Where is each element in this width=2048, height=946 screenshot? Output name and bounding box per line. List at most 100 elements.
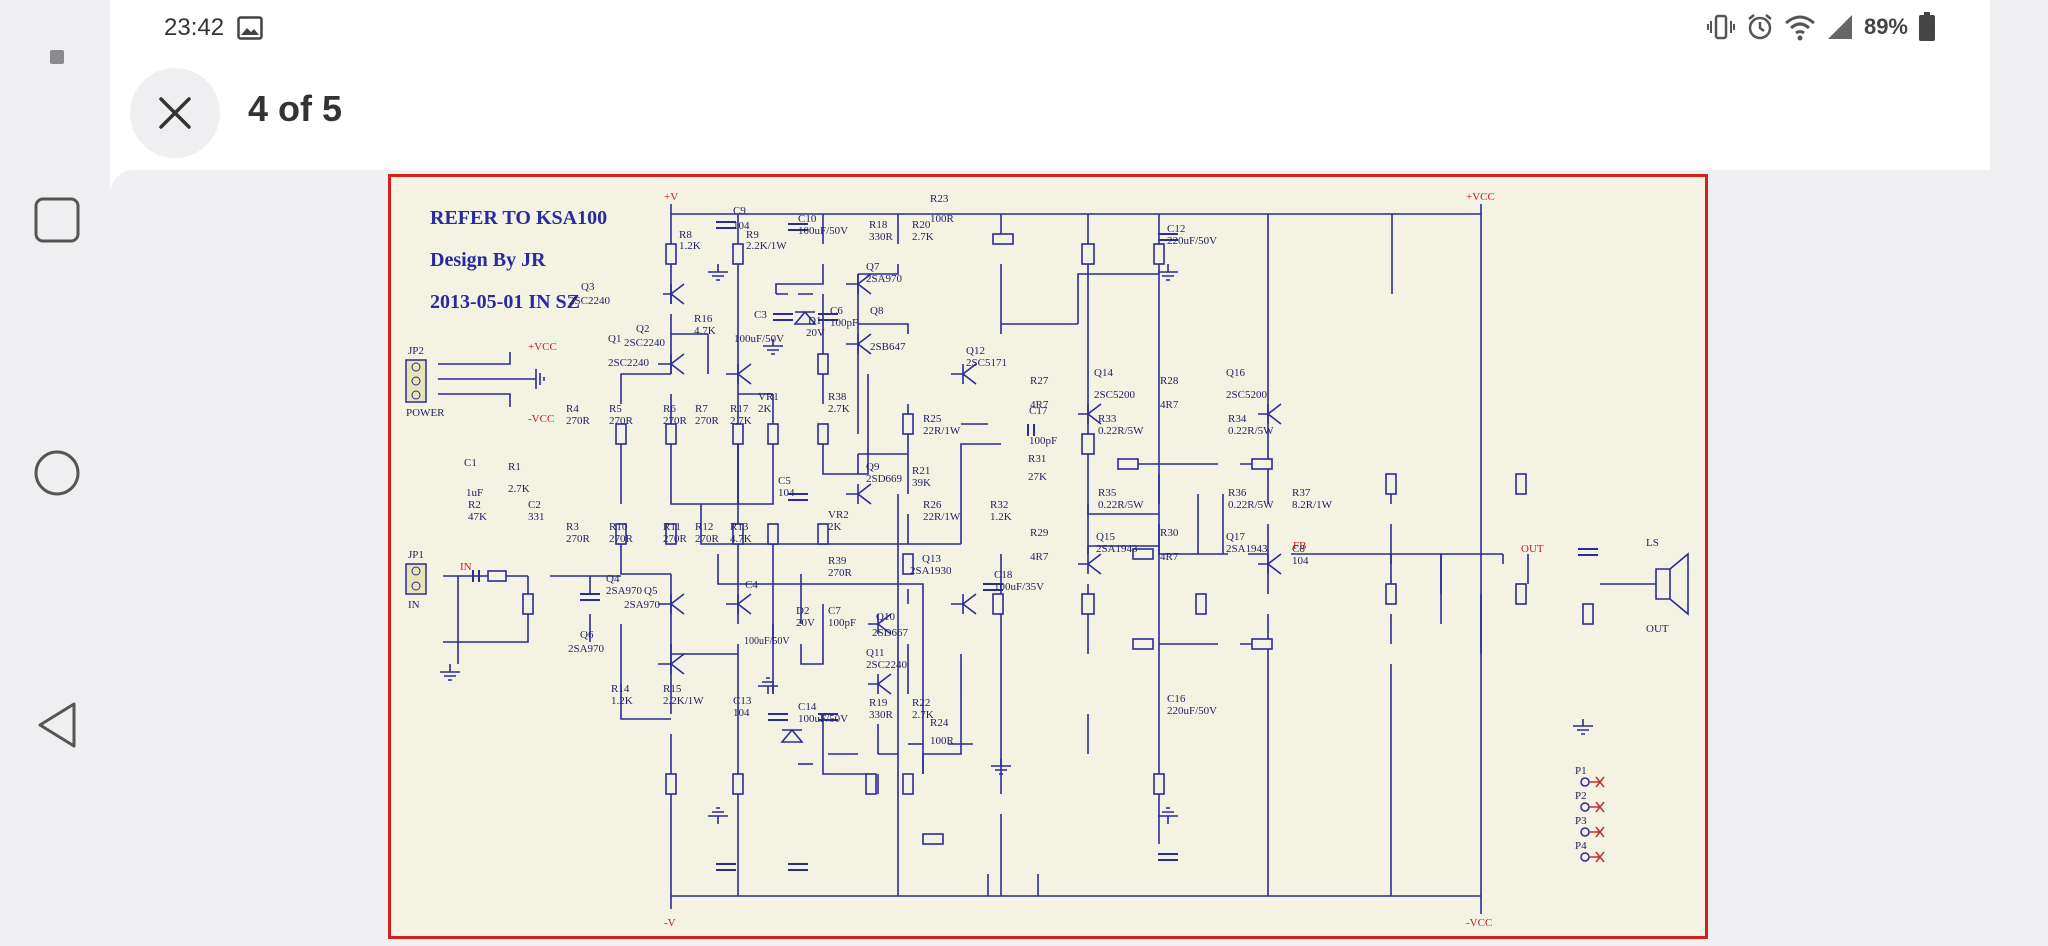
c13-value: 104 — [733, 707, 750, 719]
r7-value: 270R — [695, 415, 720, 427]
q1-type: 2SC2240 — [608, 357, 649, 369]
r25-ref: R25 — [923, 413, 942, 425]
speaker-label: LS — [1646, 537, 1659, 549]
r18-ref: R18 — [869, 219, 888, 231]
c4-ref: C4 — [745, 579, 758, 591]
battery-percent: 89% — [1863, 14, 1908, 39]
jp1-name: IN — [408, 599, 420, 611]
c14-value: 100uF/50V — [798, 713, 848, 725]
rail-pos-label: +V — [664, 191, 678, 203]
d1-value: 20V — [806, 327, 825, 339]
r7-ref: R7 — [695, 403, 708, 415]
r12-value: 270R — [695, 533, 720, 545]
q15-type: 2SA1943 — [1096, 543, 1138, 555]
c18-ref: C18 — [994, 569, 1013, 581]
r16-ref: R16 — [694, 313, 713, 325]
r9-value: 2.2K/1W — [746, 240, 787, 252]
q12-type: 2SC5171 — [966, 357, 1007, 369]
c12-value: 220uF/50V — [1167, 235, 1217, 247]
r37-ref: R37 — [1292, 487, 1311, 499]
r36-ref: R36 — [1228, 487, 1247, 499]
r13-value: 4.7K — [730, 533, 752, 545]
back-button[interactable] — [22, 690, 92, 760]
app-window: 23:42 89% — [110, 0, 1990, 946]
r38-ref: R38 — [828, 391, 847, 403]
r32-value: 1.2K — [990, 511, 1012, 523]
resistors — [487, 233, 1594, 845]
r6-ref: R6 — [663, 403, 676, 415]
c9-ref: C9 — [733, 205, 746, 217]
r30-value: 4R7 — [1160, 551, 1179, 563]
r26-ref: R26 — [923, 499, 942, 511]
c3-value: 100uF/50V — [734, 333, 784, 345]
wifi-icon — [1784, 15, 1815, 41]
connectors — [405, 359, 1689, 616]
r17-ref: R17 — [730, 403, 749, 415]
q12-ref: Q12 — [966, 345, 985, 357]
r35-ref: R35 — [1098, 487, 1117, 499]
status-icons: 89% — [1706, 12, 1936, 42]
r14-value: 1.2K — [611, 695, 633, 707]
jp2-neg-label: -VCC — [528, 413, 554, 425]
r3-ref: R3 — [566, 521, 579, 533]
p2-label: P2 — [1575, 790, 1587, 802]
r27-ref: R27 — [1030, 375, 1049, 387]
r38-value: 2.7K — [828, 403, 850, 415]
r1-ref: R1 — [508, 461, 521, 473]
d2-ref: D2 — [796, 605, 809, 617]
home-button[interactable] — [22, 438, 92, 508]
close-button[interactable] — [130, 68, 220, 158]
in-label: IN — [460, 561, 472, 573]
r27-value: 4R7 — [1030, 399, 1049, 411]
q15-ref: Q15 — [1096, 531, 1115, 543]
c17-ref: C17 — [1029, 405, 1048, 417]
rail-vcc-pos-label: +VCC — [1466, 191, 1495, 203]
q6-ref: Q6 — [580, 629, 594, 641]
c1-value: 1uF — [466, 487, 483, 499]
q4-type: 2SA970 — [606, 585, 643, 597]
r9-ref: R9 — [746, 229, 759, 241]
c2-ref: C2 — [528, 499, 541, 511]
battery-icon — [1919, 12, 1935, 41]
r4-ref: R4 — [566, 403, 579, 415]
r19-value: 330R — [869, 709, 894, 721]
schematic-author: Design By JR — [430, 249, 546, 271]
c5-ref: C5 — [778, 475, 791, 487]
diodes — [780, 310, 817, 743]
r10-value: 270R — [609, 533, 634, 545]
r26-value: 22R/1W — [923, 511, 961, 523]
home-icon — [34, 450, 80, 496]
r15-ref: R15 — [663, 683, 682, 695]
q14-ref: Q14 — [1094, 367, 1113, 379]
q7-ref: Q7 — [866, 261, 880, 273]
p4-label: P4 — [1575, 840, 1587, 852]
c10-ref: C10 — [798, 213, 817, 225]
ground-symbols — [440, 264, 1593, 824]
d2-value: 20V — [796, 617, 815, 629]
c12-ref: C12 — [1167, 223, 1185, 235]
c6-value: 100pF — [830, 317, 858, 329]
r19-ref: R19 — [869, 697, 888, 709]
jp1-label: JP1 — [408, 549, 424, 561]
c16-ref: C16 — [1167, 693, 1186, 705]
r4-value: 270R — [566, 415, 591, 427]
c17-value: 100pF — [1029, 435, 1057, 447]
r34-ref: R34 — [1228, 413, 1247, 425]
close-icon — [159, 97, 191, 129]
recents-button[interactable] — [22, 185, 92, 255]
q2-ref: Q2 — [636, 323, 649, 335]
c7-value: 100pF — [828, 617, 856, 629]
q8-type: 2SB647 — [870, 341, 906, 353]
amplifier-schematic[interactable]: REFER TO KSA100 Design By JR 2013-05-01 … — [388, 174, 1708, 939]
r36-value: 0.22R/5W — [1228, 499, 1274, 511]
status-bar: 23:42 89% — [110, 0, 1990, 58]
image-viewer[interactable]: REFER TO KSA100 Design By JR 2013-05-01 … — [110, 170, 1990, 946]
rail-vcc-neg-label: -VCC — [1466, 917, 1492, 929]
jp2-name: POWER — [406, 407, 445, 419]
out-label: OUT — [1521, 543, 1544, 555]
clock: 23:42 — [164, 14, 225, 41]
q8-ref: Q8 — [870, 305, 884, 317]
c9-value: 104 — [733, 220, 750, 232]
schematic-title: REFER TO KSA100 — [430, 207, 607, 229]
r22-ref: R22 — [912, 697, 930, 709]
